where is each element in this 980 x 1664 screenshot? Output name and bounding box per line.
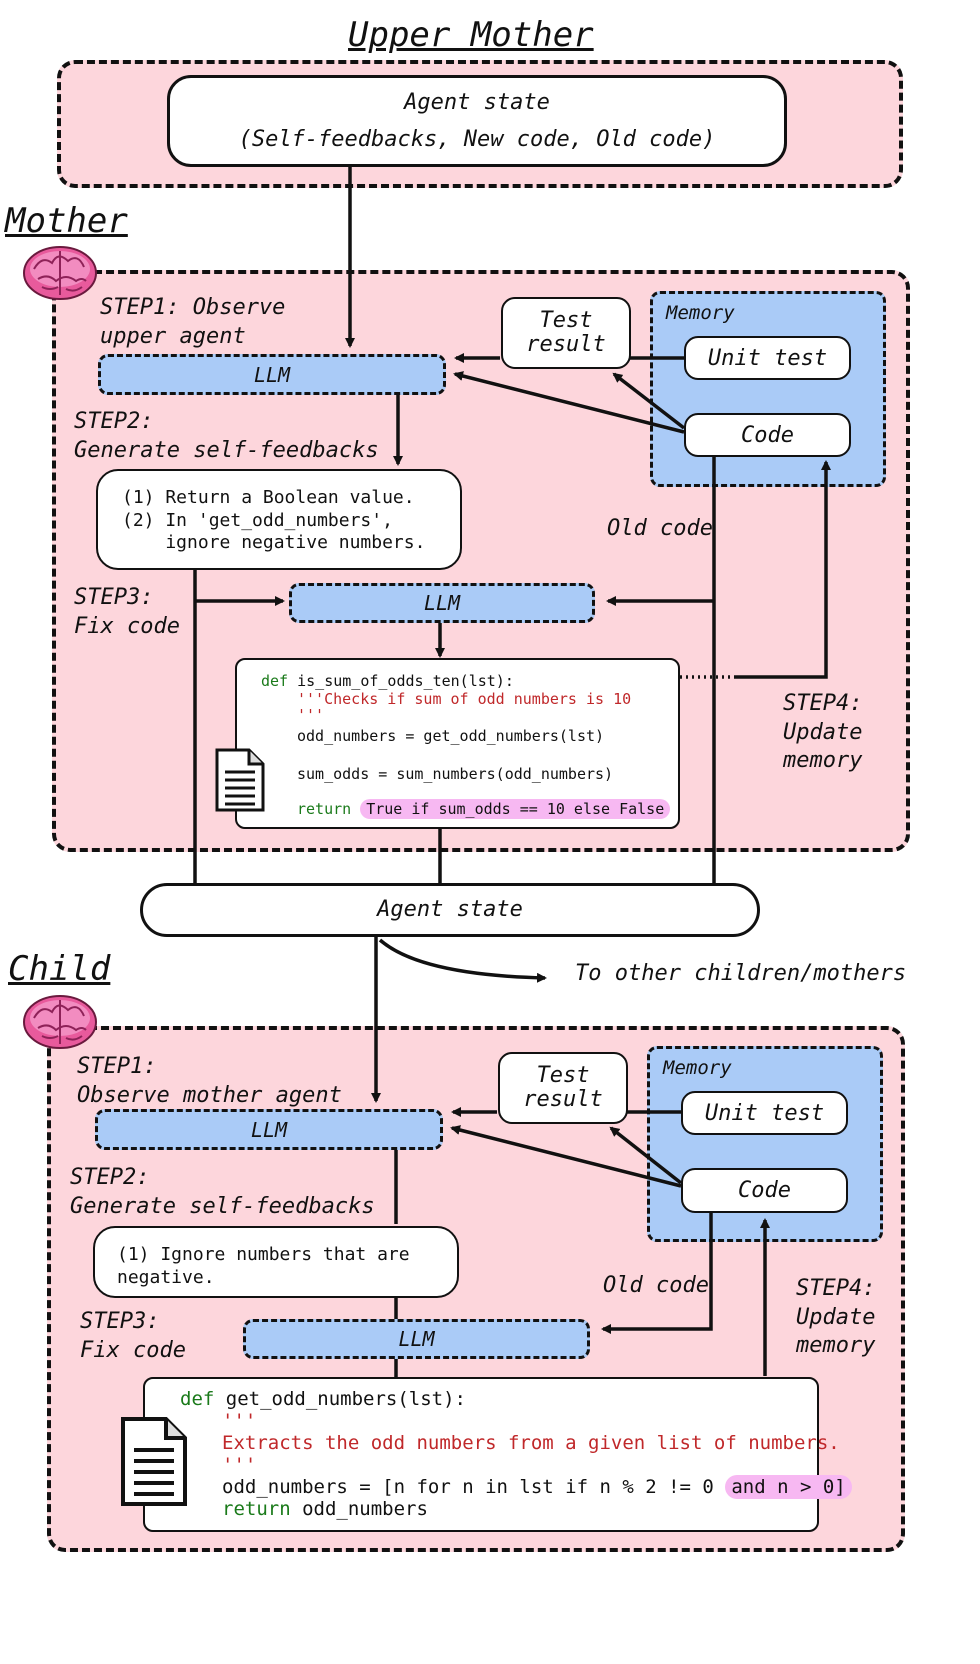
child-llm-1-label: LLM bbox=[250, 1117, 288, 1142]
mother-memory-label: Memory bbox=[666, 302, 735, 324]
mother-unit-test-label: Unit test bbox=[707, 345, 828, 371]
mother-old-code-label: Old code bbox=[607, 516, 713, 541]
mother-feedback-box: (1) Return a Boolean value. (2) In 'get_… bbox=[96, 469, 462, 570]
child-code-line-1-text: odd_numbers = [n for n in lst if n % 2 !… bbox=[222, 1476, 726, 1498]
upper-agent-state-title: Agent state bbox=[404, 89, 550, 115]
child-code-docstring-3: ''' bbox=[222, 1454, 257, 1476]
child-test-result-label: Test result bbox=[523, 1062, 603, 1112]
mother-code-line-2: sum_odds = sum_numbers(odd_numbers) bbox=[297, 765, 614, 783]
child-step2-label: STEP2: Generate self-feedbacks bbox=[70, 1165, 375, 1219]
upper-mother-title: Upper Mother bbox=[348, 15, 594, 55]
document-icon bbox=[215, 748, 265, 812]
child-code-line-1-highlight: and n > 0] bbox=[725, 1475, 852, 1499]
brain-icon bbox=[23, 246, 97, 300]
mother-agent-state: Agent state bbox=[140, 883, 760, 937]
child-code-def-line: def get_odd_numbers(lst): bbox=[180, 1388, 466, 1410]
child-code-line-1: odd_numbers = [n for n in lst if n % 2 !… bbox=[222, 1475, 852, 1499]
mother-step4-label: STEP4: Update memory bbox=[783, 691, 863, 774]
child-code-node: Code bbox=[681, 1168, 848, 1213]
mother-code-node: Code bbox=[684, 413, 851, 457]
child-llm-2: LLM bbox=[243, 1319, 590, 1359]
mother-code-return-highlight: True if sum_odds == 10 else False bbox=[360, 799, 671, 819]
child-step4-label: STEP4: Update memory bbox=[796, 1276, 876, 1359]
child-feedback-box: (1) Ignore numbers that are negative. bbox=[93, 1226, 459, 1298]
mother-llm-1: LLM bbox=[98, 354, 446, 395]
child-code-return-keyword: return bbox=[222, 1498, 291, 1520]
child-code-docstring-2: Extracts the odd numbers from a given li… bbox=[222, 1432, 840, 1454]
mother-code-return-keyword: return bbox=[297, 800, 352, 818]
mother-llm-1-label: LLM bbox=[253, 362, 291, 387]
mother-unit-test: Unit test bbox=[684, 336, 851, 380]
child-unit-test: Unit test bbox=[681, 1091, 848, 1135]
child-llm-2-label: LLM bbox=[398, 1327, 435, 1351]
upper-agent-state-contents: (Self-feedbacks, New code, Old code) bbox=[238, 127, 716, 152]
document-icon bbox=[121, 1417, 187, 1506]
mother-code-docstring-1: '''Checks if sum of odd numbers is 10 bbox=[297, 690, 632, 708]
child-title: Child bbox=[8, 949, 111, 989]
child-step1-label: STEP1: Observe mother agent bbox=[77, 1054, 342, 1108]
child-test-result: Test result bbox=[498, 1052, 628, 1124]
mother-code-return-line: return True if sum_odds == 10 else False bbox=[297, 799, 671, 819]
child-code-docstring-1: ''' bbox=[222, 1410, 257, 1432]
child-unit-test-label: Unit test bbox=[704, 1100, 825, 1126]
mother-test-result: Test result bbox=[501, 297, 631, 369]
mother-llm-2: LLM bbox=[289, 583, 595, 623]
mother-test-result-label: Test result bbox=[526, 307, 606, 357]
mother-code-def-line: def is_sum_of_odds_ten(lst): bbox=[261, 672, 514, 690]
mother-code-line-1: odd_numbers = get_odd_numbers(lst) bbox=[297, 727, 605, 745]
mother-step2-label: STEP2: Generate self-feedbacks bbox=[74, 409, 379, 463]
mother-llm-2-label: LLM bbox=[423, 591, 461, 615]
mother-code-docstring-2: ''' bbox=[297, 706, 325, 724]
mother-code-node-label: Code bbox=[741, 422, 794, 448]
child-code-signature: get_odd_numbers(lst): bbox=[214, 1388, 466, 1410]
child-code-box bbox=[143, 1377, 819, 1532]
child-code-return-rest: odd_numbers bbox=[290, 1498, 428, 1520]
mother-step1-label: STEP1: Observe upper agent bbox=[100, 295, 286, 349]
upper-agent-state: Agent state (Self-feedbacks, New code, O… bbox=[167, 75, 787, 167]
mother-step3-label: STEP3: Fix code bbox=[74, 585, 180, 639]
mother-code-def-keyword: def bbox=[261, 672, 289, 690]
child-code-node-label: Code bbox=[738, 1178, 791, 1203]
mother-agent-state-label: Agent state bbox=[377, 897, 523, 923]
mother-code-signature: is_sum_of_odds_ten(lst): bbox=[288, 672, 514, 690]
child-code-return-line: return odd_numbers bbox=[222, 1498, 428, 1520]
child-llm-1: LLM bbox=[95, 1109, 443, 1150]
mother-title: Mother bbox=[5, 201, 128, 241]
child-step3-label: STEP3: Fix code bbox=[80, 1309, 186, 1363]
child-code-def-keyword: def bbox=[180, 1388, 215, 1410]
brain-icon bbox=[23, 995, 97, 1049]
child-old-code-label: Old code bbox=[603, 1273, 709, 1298]
to-other-agents-label: To other children/mothers bbox=[575, 961, 907, 986]
child-memory-label: Memory bbox=[663, 1057, 732, 1079]
